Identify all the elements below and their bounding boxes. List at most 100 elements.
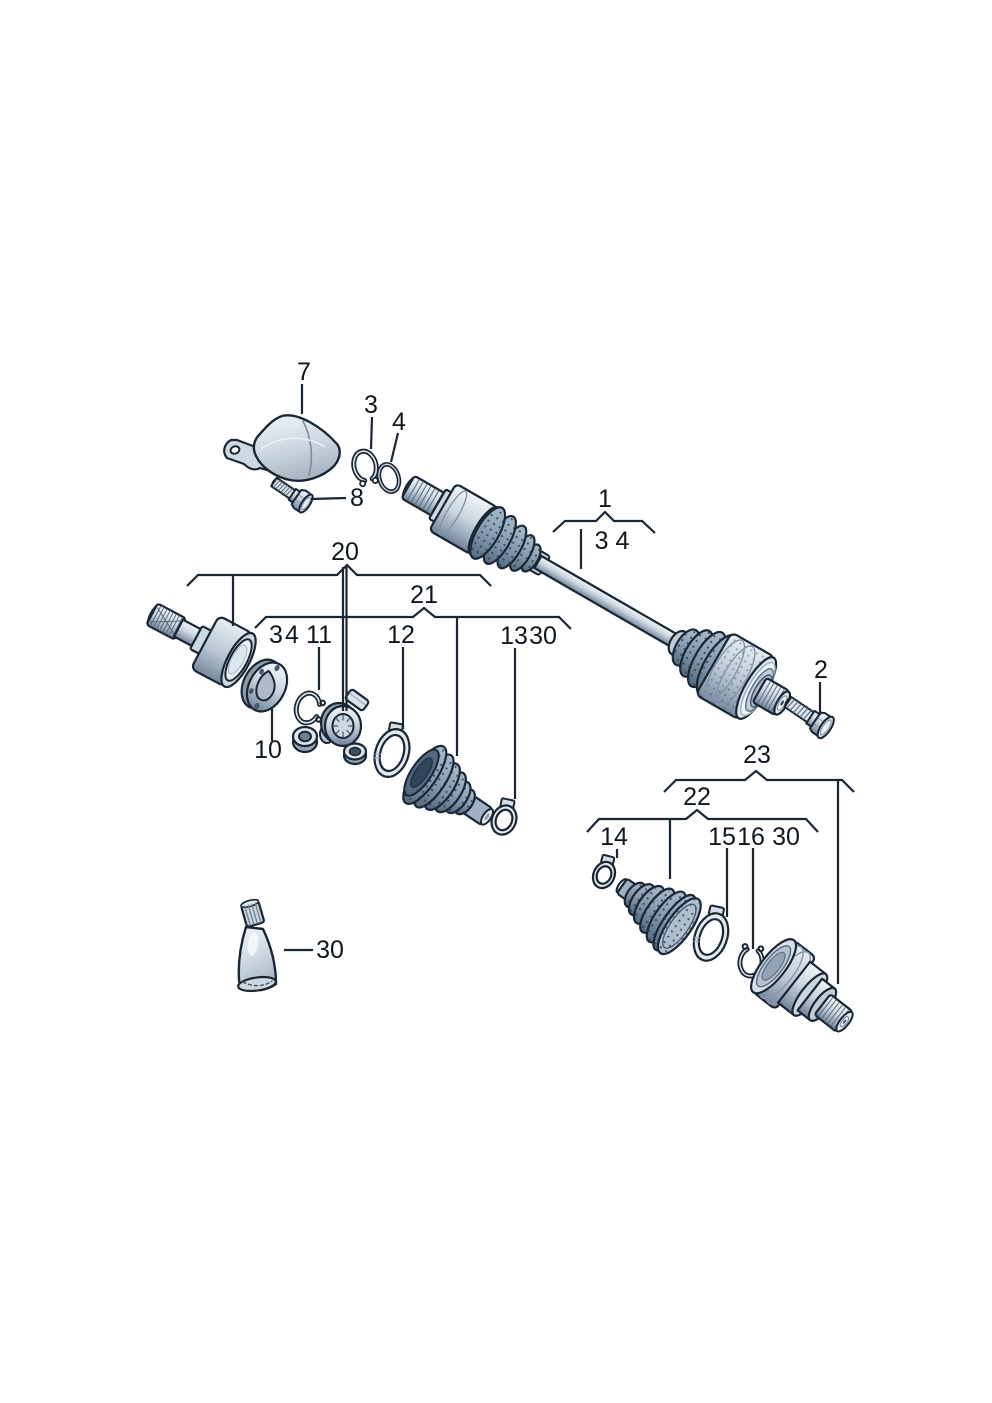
part-outer-cv-joint [750,938,854,1033]
part-spacer-ring-shape [348,746,362,757]
part-hex-flange-bolt-shape [819,719,832,736]
part-boot-clamp-13 [490,797,518,836]
shaft-outer-joint-housing-shape [704,639,746,701]
part-hex-flange-bolt-shape-shape [799,707,809,718]
callout-21[interactable]: 21 [410,581,438,609]
leader-line-4-top [389,432,400,463]
part-grease-tube [237,898,278,993]
callout-4-inner[interactable]: 4 [285,621,299,649]
flange-plate-hole [255,669,276,702]
part-inner-cv-joint-shape-shape [156,608,168,630]
part-inner-boot-shape [484,813,490,821]
callout-30-outer[interactable]: 30 [772,823,800,851]
parts-diagram-shape [146,414,854,1033]
callout-30-grease[interactable]: 30 [316,936,344,964]
part-grease-tube-shape [242,980,273,987]
part-grease-tube-shape [237,975,277,993]
shaft-outer-spline-stub-shape-shape [767,686,782,711]
part-hex-flange-bolt [783,696,835,740]
part-heat-shield-shape [252,414,341,482]
part-circlip-3-shape [352,450,378,482]
callout-23[interactable]: 23 [743,741,771,769]
part-drive-shaft-assembly-shape-shape [406,479,420,501]
part-bushing [291,725,319,754]
part-joint-flange-plate-shape [274,664,280,672]
callout-22[interactable]: 22 [683,783,711,811]
callout-4-top[interactable]: 4 [392,408,406,436]
part-spacer-ring [342,742,368,766]
part-boot-clamp-12-shape [374,757,380,759]
shaft-inner-boot [469,506,542,573]
group-bracket-23 [663,769,855,793]
shaft-outer-spline-stub-shape-shape [756,680,771,705]
callout-7[interactable]: 7 [297,358,311,386]
callout-11[interactable]: 11 [306,621,332,649]
part-inner-boot-shape [410,757,433,788]
part-shield-bolt-shape-shape [280,484,288,493]
part-inner-cv-joint-shape-shape [162,612,174,633]
part-hex-flange-bolt-shape-shape [802,710,812,720]
part-inner-cv-joint-shape [149,605,183,638]
part-tripod-key [344,688,370,712]
part-outer-cv-joint-shape-shape [820,999,837,1020]
shaft-inner-boot-shape-shape [483,516,516,564]
part-inner-cv-joint-shape-shape [165,613,177,635]
part-drive-shaft-assembly-shape-shape [422,488,436,510]
part-drive-shaft-assembly-shape-shape [414,483,428,506]
part-inner-boot [402,744,495,826]
part-hex-flange-bolt-shape-shape [786,699,795,709]
part-drive-shaft-assembly-shape-shape [426,490,440,513]
callout-13[interactable]: 13 [500,622,528,650]
part-drive-shaft-assembly-shape [438,490,468,536]
callout-14[interactable]: 14 [600,823,628,851]
shaft-outer-spline-stub-shape-shape [763,684,778,709]
callout-15[interactable]: 15 [708,823,736,851]
callout-10[interactable]: 10 [254,736,282,764]
part-heat-shield-shape [229,445,241,455]
part-bushing-shape [298,730,312,743]
callout-3-inner[interactable]: 3 [269,621,283,649]
part-boot-clamp-15-shape [693,940,700,943]
callout-8[interactable]: 8 [350,484,364,512]
part-shield-bolt-shape-shape [285,488,293,497]
part-inner-cv-joint [146,603,257,689]
part-inner-cv-joint-shape-shape [149,620,183,623]
group-bracket-22 [586,808,819,833]
callout-30-boot[interactable]: 30 [529,622,557,650]
part-boot-clamp-15-shape [694,936,701,939]
part-hex-flange-bolt-shape [786,699,812,720]
part-grease-tube-shape-shape-shape [251,903,258,924]
part-tripod-joint-shape [332,714,354,738]
part-outer-cv-joint-shape [761,951,786,981]
part-grease-tube-shape [240,898,265,928]
part-snap-ring-16 [737,943,765,979]
part-o-ring-4 [376,462,402,494]
shaft-inner-boot-shape-shape [470,507,506,559]
part-hex-flange-bolt-shape-shape [796,705,805,716]
callout-3-4-shaft[interactable]: 3 4 [595,527,630,555]
shaft-outer-spline-stub-shape [780,700,784,706]
callout-3-top[interactable]: 3 [364,391,378,419]
part-hex-flange-bolt-shape-shape [789,701,799,711]
part-boot-clamp-13-shape [494,808,514,832]
part-snap-ring-16-shape [757,945,765,953]
part-boot-clamp-14-shape [595,865,613,885]
callout-1[interactable]: 1 [598,485,612,513]
callout-20[interactable]: 20 [331,538,359,566]
part-circlip-3 [351,448,379,488]
callout-12[interactable]: 12 [387,621,415,649]
callout-2[interactable]: 2 [814,656,828,684]
callout-16[interactable]: 16 [737,823,765,851]
part-outer-cv-joint-shape-shape [827,1004,843,1025]
group-bracket-1 [552,510,656,534]
shaft-outer-spline-stub [752,677,792,716]
part-outer-cv-joint-shape [842,1019,847,1024]
leader-line-8 [310,496,347,501]
part-grease-tube-shape-shape-shape [244,905,251,926]
part-snap-ring-11-shape [293,690,323,726]
part-grease-tube-shape-shape-shape [254,902,262,923]
part-joint-flange-plate-shape [254,702,260,710]
